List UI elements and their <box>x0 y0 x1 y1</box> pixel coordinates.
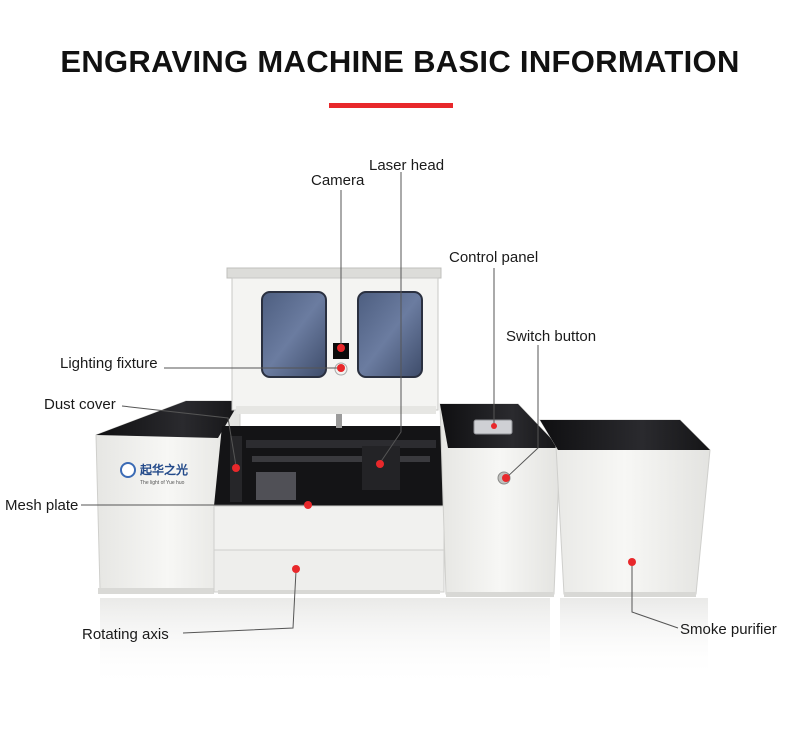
dust-cover-marker <box>232 464 240 472</box>
smoke-purifier-unit <box>539 419 711 597</box>
camera-label: Camera <box>311 172 365 189</box>
front-panel <box>213 505 445 594</box>
laser-head-label: Laser head <box>369 157 444 174</box>
callout-rotating-axis: Rotating axis <box>82 565 300 643</box>
mesh-plate-label: Mesh plate <box>5 497 78 514</box>
smoke-purifier-marker <box>628 558 636 566</box>
control-panel-label: Control panel <box>449 249 538 266</box>
title-underline <box>329 103 453 108</box>
rotating-axis-label: Rotating axis <box>82 626 169 643</box>
control-panel-marker <box>491 423 497 429</box>
callout-switch-button: Switch button <box>502 328 596 482</box>
page-title: ENGRAVING MACHINE BASIC INFORMATION <box>60 44 740 79</box>
switch-button-label: Switch button <box>506 328 596 345</box>
callout-lighting-fixture: Lighting fixture <box>60 355 345 372</box>
smoke-purifier-label: Smoke purifier <box>680 621 777 638</box>
callout-dust-cover: Dust cover <box>44 396 240 472</box>
control-tower <box>439 403 561 597</box>
callout-smoke-purifier: Smoke purifier <box>628 558 777 638</box>
callout-mesh-plate: Mesh plate <box>5 497 312 514</box>
callout-control-panel: Control panel <box>449 249 538 429</box>
mesh-plate-marker <box>304 501 312 509</box>
svg-text:The light of Yue huo: The light of Yue huo <box>140 480 185 486</box>
svg-text:起华之光: 起华之光 <box>139 462 188 477</box>
work-cavity <box>214 426 444 506</box>
callout-camera: Camera <box>311 172 365 352</box>
floor-reflection <box>100 598 708 688</box>
callout-laser-head: Laser head <box>369 157 444 468</box>
camera-marker <box>337 344 345 352</box>
lighting-fixture-marker <box>337 364 345 372</box>
laser-head-marker <box>376 460 384 468</box>
rotating-axis-marker <box>292 565 300 573</box>
lighting-fixture-label: Lighting fixture <box>60 355 158 372</box>
callouts: Laser head Camera Control panel Switch b… <box>5 157 777 643</box>
switch-button-marker <box>502 474 510 482</box>
dust-cover-label: Dust cover <box>44 396 116 413</box>
brand-logo: 起华之光 The light of Yue huo <box>120 462 188 486</box>
